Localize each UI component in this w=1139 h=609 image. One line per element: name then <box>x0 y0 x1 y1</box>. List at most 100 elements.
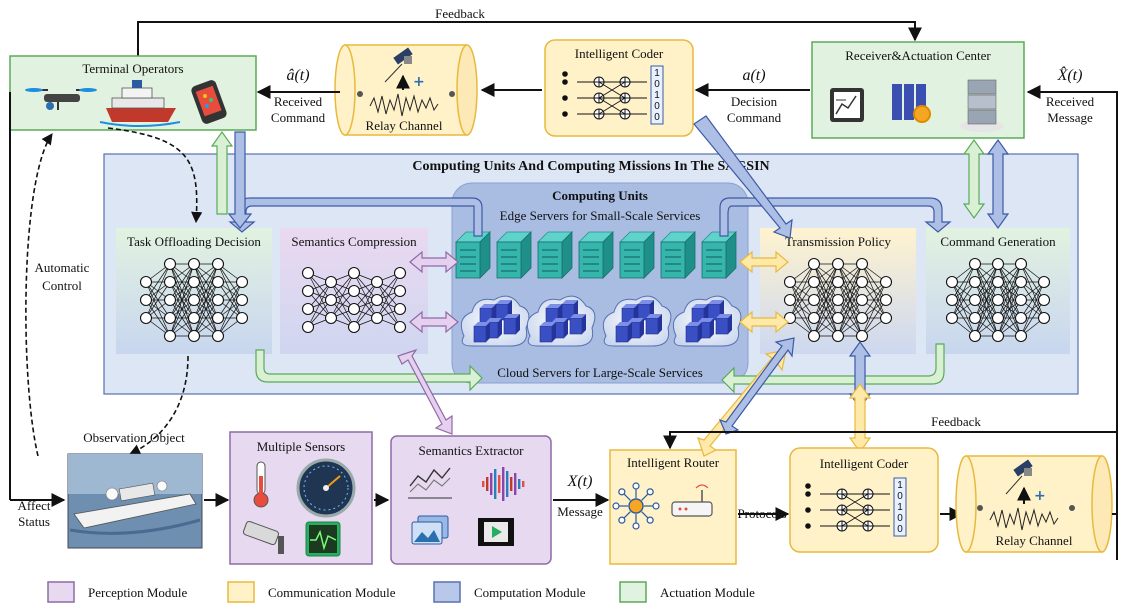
nn-node <box>211 329 225 343</box>
received-command-line1: Received <box>274 94 323 109</box>
nn-node <box>968 311 982 325</box>
nn-node <box>807 257 821 271</box>
received-command-line2: Command <box>271 110 326 125</box>
cloud-server-icon <box>526 295 596 347</box>
computing-units-title: Computing Units <box>552 188 648 203</box>
nn-node <box>783 275 797 289</box>
message-flow: X(t) Message <box>553 473 610 519</box>
heartbeat-monitor-icon <box>305 521 341 557</box>
top-flow-arrows: â(t) Received Command a(t) Decision Comm… <box>256 65 1118 560</box>
nn-node <box>139 293 153 307</box>
nn-node <box>1014 311 1028 325</box>
legend-swatch <box>47 581 75 603</box>
cloud-server-icon <box>602 295 672 347</box>
nn-node <box>301 266 315 280</box>
nn-node <box>324 275 338 289</box>
sagsin-computing-panel: Computing Units And Computing Missions I… <box>103 153 1079 395</box>
nn-node <box>301 320 315 334</box>
nn-node <box>968 257 982 271</box>
svg-text:1: 1 <box>897 502 903 513</box>
intelligent-router-title: Intelligent Router <box>627 455 720 470</box>
bottom-antenna-right-icon <box>1069 505 1075 511</box>
audio-waveform-icon <box>482 467 525 501</box>
nn-node <box>370 293 384 307</box>
nn-node <box>991 311 1005 325</box>
edge-server-icon <box>701 231 737 279</box>
task-offloading-neural-net <box>139 257 249 343</box>
nn-node <box>831 329 845 343</box>
bottom-coder-title: Intelligent Coder <box>820 456 909 471</box>
task-offloading-label: Task Offloading Decision <box>127 234 261 249</box>
affect-status-line1: Affect <box>18 498 51 513</box>
tablet-chart-icon <box>830 88 864 122</box>
nn-node <box>393 302 407 316</box>
bottom-satellite-icon <box>1005 459 1033 495</box>
speedometer-gauge-icon <box>296 458 356 518</box>
wifi-router-icon <box>671 484 713 517</box>
semantics-extractor-title: Semantics Extractor <box>418 443 524 458</box>
relay-arrow-plus-icon: + <box>396 74 425 90</box>
nn-node <box>301 302 315 316</box>
nn-node <box>163 311 177 325</box>
legend-label: Computation Module <box>474 585 586 600</box>
left-control-flow: Automatic Control Observation Object Aff… <box>9 92 203 529</box>
bottom-antenna-left-icon <box>977 505 983 511</box>
nn-node <box>187 329 201 343</box>
protocols-flow: Protocols <box>737 506 790 521</box>
top-feedback-label: Feedback <box>435 6 485 21</box>
svg-text:1: 1 <box>897 480 903 491</box>
semantics-compression-label: Semantics Compression <box>291 234 417 249</box>
nn-node <box>347 266 361 280</box>
cloud-servers-label: Cloud Servers for Large-Scale Services <box>497 365 703 380</box>
sagsin-block-arrows <box>228 115 952 394</box>
bottom-feedback-label: Feedback <box>931 414 981 429</box>
edge-server-icon <box>537 231 573 279</box>
multiple-sensors-title: Multiple Sensors <box>257 439 345 454</box>
edge-servers-label: Edge Servers for Small-Scale Services <box>500 208 701 223</box>
svg-text:0: 0 <box>897 491 903 502</box>
bottom-relay-channel: + Relay Channel <box>955 455 1113 553</box>
svg-text:0: 0 <box>654 101 660 112</box>
edge-server-icon <box>496 231 532 279</box>
nn-node <box>163 329 177 343</box>
top-coder-title: Intelligent Coder <box>575 46 664 61</box>
nn-node <box>1014 329 1028 343</box>
line-chart-icon <box>408 467 452 499</box>
command-generation-label: Command Generation <box>940 234 1056 249</box>
nn-node <box>879 293 893 307</box>
nn-node <box>301 284 315 298</box>
svg-text:+: + <box>1034 488 1046 504</box>
legend-swatch <box>227 581 255 603</box>
nn-node <box>807 329 821 343</box>
drone-icon <box>25 88 97 110</box>
edge-server-icon <box>578 231 614 279</box>
nn-node <box>139 275 153 289</box>
multiple-sensors-box: Multiple Sensors <box>229 431 373 565</box>
intelligent-router-box: Intelligent Router <box>609 449 737 565</box>
nn-node <box>831 311 845 325</box>
svg-text:+: + <box>413 74 425 90</box>
network-hub-icon <box>612 482 660 530</box>
legend-swatch <box>433 581 461 603</box>
nn-node <box>807 311 821 325</box>
nn-node <box>855 257 869 271</box>
nn-node <box>324 293 338 307</box>
satellite-icon <box>384 47 413 83</box>
receiver-actuation-center: Receiver&Actuation Center <box>811 41 1025 139</box>
ship-icon <box>99 80 181 127</box>
svg-text:0: 0 <box>897 524 903 535</box>
nn-node <box>211 257 225 271</box>
nn-node <box>1037 311 1051 325</box>
edge-servers-row <box>455 231 737 279</box>
nn-node <box>991 329 1005 343</box>
nn-node <box>831 293 845 307</box>
bottom-relay-arrow-plus-icon: + <box>1017 486 1046 504</box>
nn-node <box>211 293 225 307</box>
automatic-control-line1: Automatic <box>35 260 90 275</box>
smartphone-icon <box>191 80 227 124</box>
nn-node <box>831 275 845 289</box>
cloud-servers-row <box>460 295 742 347</box>
transmission-policy-label: Transmission Policy <box>785 234 892 249</box>
